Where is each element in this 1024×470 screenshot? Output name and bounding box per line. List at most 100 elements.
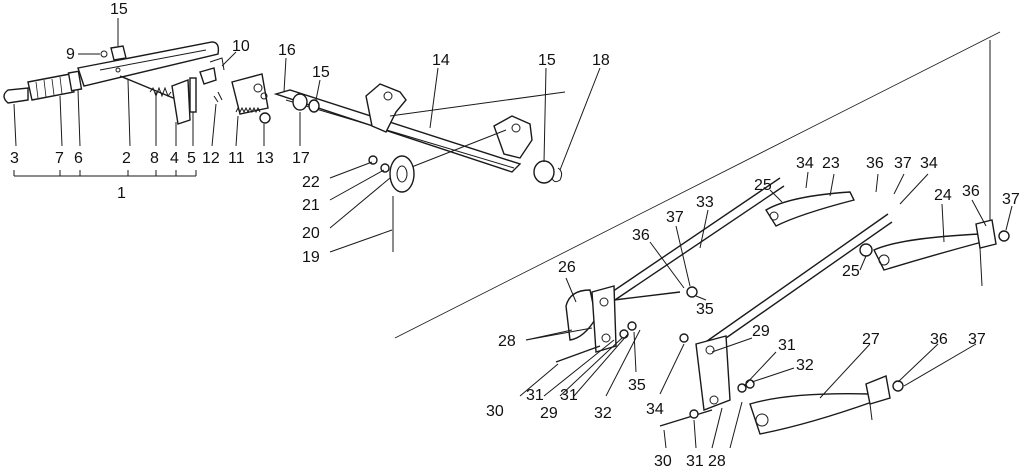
callout-15-shaft: 15 bbox=[312, 64, 330, 81]
callout-14: 14 bbox=[432, 52, 450, 69]
callout-9: 9 bbox=[66, 46, 75, 63]
lever-collar bbox=[67, 70, 83, 92]
section-divider-line bbox=[394, 31, 1001, 339]
callout-11: 11 bbox=[228, 150, 245, 167]
handbrake-lever-assembly bbox=[3, 41, 271, 125]
nut-37-lower bbox=[892, 380, 904, 392]
callout-15-top: 15 bbox=[110, 1, 128, 18]
callout-10: 10 bbox=[232, 38, 250, 55]
mounting-bracket-26 bbox=[565, 289, 597, 341]
relay-lever-27 bbox=[749, 393, 873, 435]
callout-31-upper-a: 31 bbox=[526, 387, 544, 404]
shaft-bushing bbox=[292, 93, 308, 111]
callout-35-upper: 35 bbox=[696, 301, 714, 318]
callout-22: 22 bbox=[302, 174, 320, 191]
callout-28-lower: 28 bbox=[708, 453, 726, 470]
small-washer bbox=[100, 50, 108, 58]
callout-37-lower: 37 bbox=[968, 331, 986, 348]
callout-23: 23 bbox=[822, 155, 840, 172]
lever-grip-cap bbox=[3, 87, 29, 104]
callout-26: 26 bbox=[558, 259, 576, 276]
rubber-grip-sleeve bbox=[27, 73, 75, 101]
callout-13: 13 bbox=[256, 150, 274, 167]
spacer-25-right bbox=[859, 243, 873, 257]
washer-34 bbox=[679, 333, 689, 343]
callout-12: 12 bbox=[202, 150, 220, 167]
callout-28-upper: 28 bbox=[498, 333, 516, 350]
callout-37-mid: 37 bbox=[666, 209, 684, 226]
callout-33: 33 bbox=[696, 194, 714, 211]
callout-34-lower: 34 bbox=[646, 401, 664, 418]
callout-3: 3 bbox=[10, 150, 19, 167]
leader-lines bbox=[13, 18, 1013, 449]
rod-clevis-right bbox=[975, 219, 997, 249]
callout-15-end: 15 bbox=[538, 52, 556, 69]
relay-lever-23 bbox=[765, 191, 856, 227]
shaft-washer-17 bbox=[308, 99, 320, 113]
end-circlip bbox=[551, 167, 563, 183]
callout-21: 21 bbox=[302, 197, 320, 214]
callout-16: 16 bbox=[278, 42, 296, 59]
callout-25-top: 25 bbox=[754, 177, 772, 194]
callout-4: 4 bbox=[170, 150, 179, 167]
mounting-bracket-plate bbox=[591, 285, 617, 353]
callout-5: 5 bbox=[187, 150, 196, 167]
shaft-lever-arm-upper bbox=[365, 83, 407, 133]
callout-35-lower: 35 bbox=[628, 377, 646, 394]
callout-30-lower: 30 bbox=[654, 453, 672, 470]
callout-36-mid: 36 bbox=[632, 227, 650, 244]
callout-34-topright: 34 bbox=[920, 155, 938, 172]
split-pin bbox=[213, 91, 223, 103]
shaft-lever-arm-lower bbox=[493, 115, 533, 159]
callout-1: 1 bbox=[117, 185, 126, 202]
callout-37-top: 37 bbox=[894, 155, 912, 172]
callout-20: 20 bbox=[302, 225, 320, 242]
callout-29-right: 29 bbox=[752, 323, 770, 340]
mounting-bracket-lower bbox=[695, 335, 731, 411]
washer-31-upper bbox=[619, 329, 629, 339]
callout-17: 17 bbox=[292, 150, 310, 167]
callout-labels: 15 9 10 16 15 14 15 18 3 7 6 2 8 4 5 12 … bbox=[10, 1, 1020, 470]
retaining-clip bbox=[199, 67, 217, 85]
cross-shaft-assembly bbox=[273, 83, 566, 252]
washer-35 bbox=[627, 321, 637, 331]
nut-37-upper bbox=[686, 286, 698, 298]
bolt-30-upper bbox=[555, 345, 601, 363]
callout-27: 27 bbox=[862, 331, 880, 348]
washer-13 bbox=[259, 112, 271, 124]
callout-31-right: 31 bbox=[778, 337, 796, 354]
bolt-30-lower bbox=[659, 409, 713, 427]
callout-36-top: 36 bbox=[866, 155, 884, 172]
callout-31-upper-b: 31 bbox=[560, 387, 578, 404]
callout-25-mid: 25 bbox=[842, 263, 860, 280]
washer-31-bottom bbox=[689, 409, 699, 419]
callout-8: 8 bbox=[150, 150, 159, 167]
linkage-rod-long bbox=[699, 213, 889, 347]
release-spring bbox=[149, 86, 172, 98]
callout-18: 18 bbox=[592, 52, 610, 69]
callout-36-lower: 36 bbox=[930, 331, 948, 348]
callout-24: 24 bbox=[934, 187, 952, 204]
bolt-long-upper bbox=[613, 291, 681, 301]
callout-6: 6 bbox=[74, 150, 83, 167]
lever-top-nut bbox=[110, 45, 127, 61]
washer-32-lower bbox=[745, 379, 755, 389]
callout-32-right: 32 bbox=[796, 357, 814, 374]
lever-end-fitting bbox=[865, 375, 891, 405]
pawl-plate bbox=[171, 79, 191, 125]
brake-cable bbox=[389, 91, 566, 117]
callout-34-top: 34 bbox=[796, 155, 814, 172]
callout-2: 2 bbox=[122, 150, 131, 167]
callout-29-upper: 29 bbox=[540, 405, 558, 422]
callout-19: 19 bbox=[302, 249, 320, 266]
linkage-rod-33 bbox=[599, 177, 781, 301]
callout-36-right: 36 bbox=[962, 183, 980, 200]
pivot-pin bbox=[189, 77, 197, 113]
relay-lever-24 bbox=[873, 233, 983, 271]
callout-30-upper: 30 bbox=[486, 403, 504, 420]
brake-linkage-assembly bbox=[555, 177, 1010, 435]
nut-37-right bbox=[998, 230, 1010, 242]
shaft-end-bushing bbox=[533, 160, 555, 184]
callout-32-upper: 32 bbox=[594, 405, 612, 422]
